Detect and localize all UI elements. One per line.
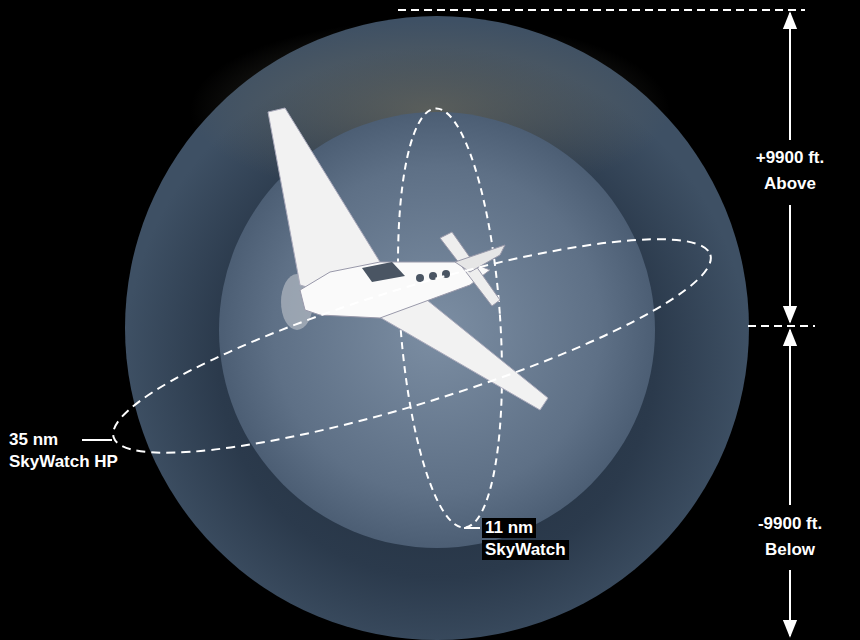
altitude-label: Below xyxy=(762,540,818,560)
altitude-label: +9900 ft. xyxy=(753,148,828,168)
leader-line xyxy=(82,439,112,441)
dimension-arrow xyxy=(789,330,791,505)
range-label: 11 nm xyxy=(482,518,536,538)
range-label: 35 nm xyxy=(6,430,61,450)
dimension-arrow xyxy=(789,13,791,140)
top-limit-line xyxy=(398,9,805,11)
horizontal-range-ellipse xyxy=(97,199,728,492)
dimension-arrow xyxy=(789,570,791,636)
product-label: SkyWatch HP xyxy=(6,452,121,472)
aircraft-illustration xyxy=(268,108,548,410)
altitude-label: -9900 ft. xyxy=(755,514,825,534)
altitude-label: Above xyxy=(761,174,819,194)
outer-sphere xyxy=(125,16,749,640)
product-label: SkyWatch xyxy=(482,540,569,560)
own-altitude-line xyxy=(748,325,815,327)
dimension-arrow xyxy=(789,205,791,322)
leader-line xyxy=(464,527,480,529)
